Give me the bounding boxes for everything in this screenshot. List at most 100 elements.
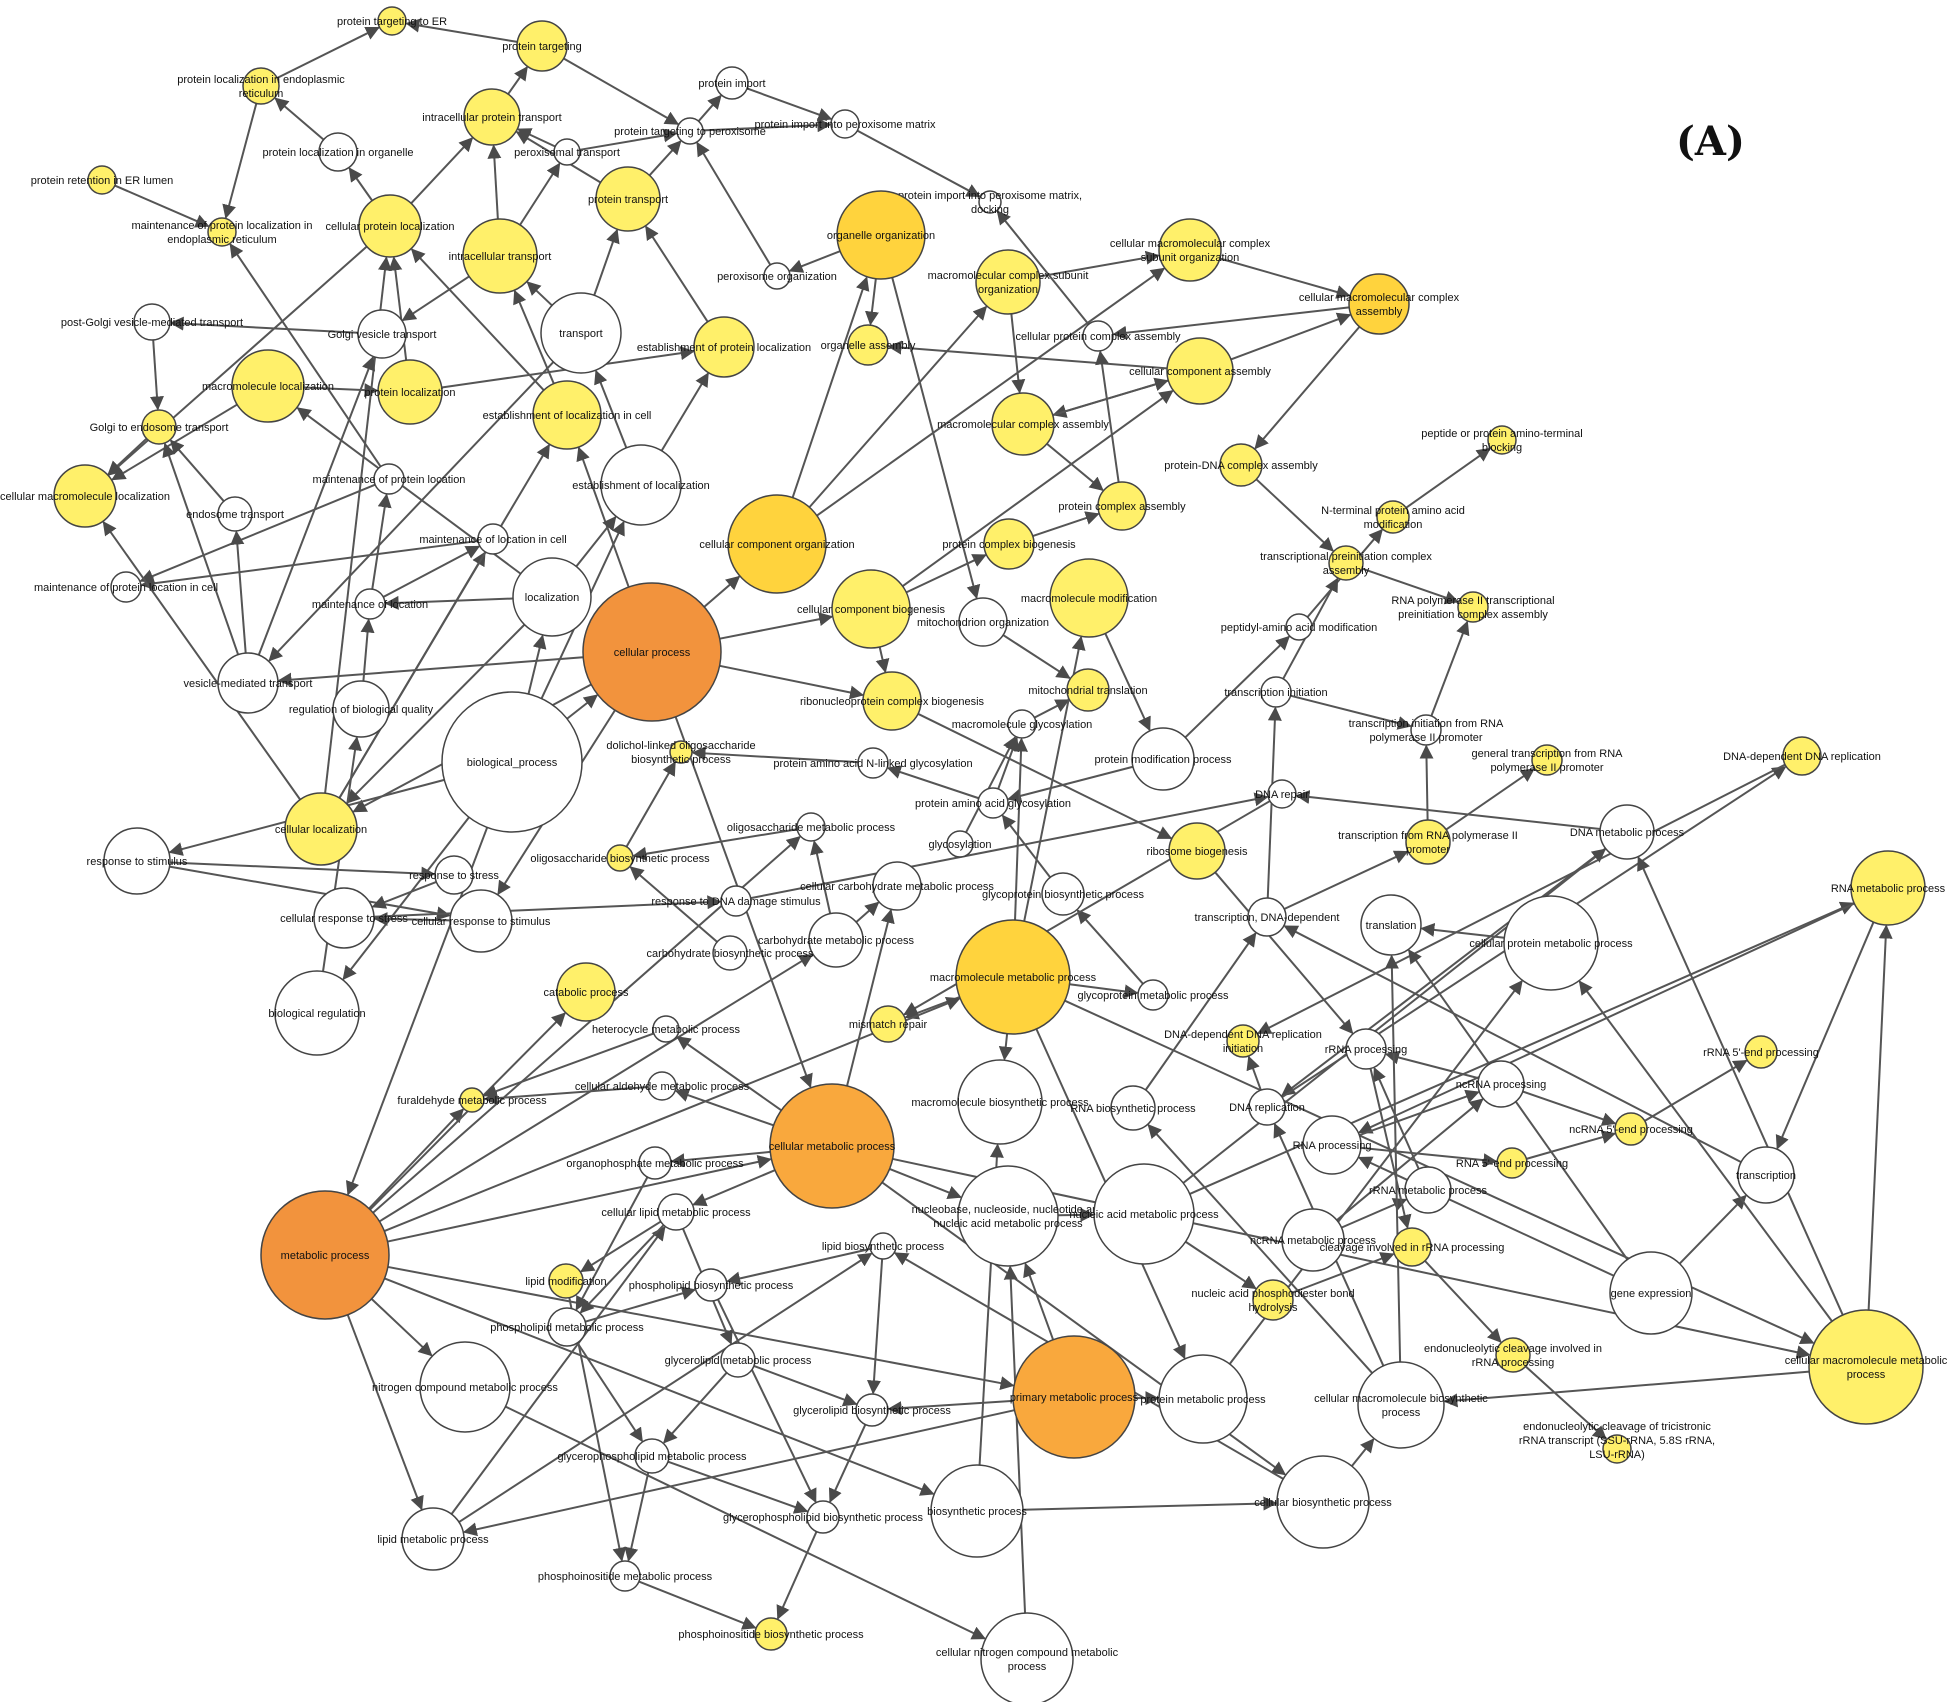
node-circle[interactable]	[1737, 1146, 1795, 1204]
node-general-transcription-from-rna-polymerase-ii-promoter[interactable]: general transcription from RNApolymerase…	[1471, 744, 1623, 776]
node-circle[interactable]	[796, 812, 826, 842]
node-circle[interactable]	[1744, 1035, 1778, 1069]
node-circle[interactable]	[720, 885, 752, 917]
node-circle[interactable]	[1357, 1361, 1445, 1449]
node-transcription-initiation[interactable]: transcription initiation	[1224, 676, 1328, 708]
node-phospholipid-metabolic-process[interactable]: phospholipid metabolic process	[490, 1307, 644, 1347]
node-circle[interactable]	[978, 190, 1002, 214]
node-lipid-metabolic-process[interactable]: lipid metabolic process	[377, 1507, 489, 1571]
node-lipid-modification[interactable]: lipid modification	[525, 1263, 607, 1299]
node-circle[interactable]	[358, 194, 422, 258]
node-circle[interactable]	[547, 1307, 587, 1347]
node-circle[interactable]	[727, 494, 827, 594]
node-protein-targeting-to-er[interactable]: protein targeting to ER	[337, 6, 447, 36]
node-circle[interactable]	[553, 138, 581, 166]
node-circle[interactable]	[1599, 804, 1655, 860]
node-circle[interactable]	[991, 392, 1055, 456]
node-circle[interactable]	[983, 518, 1035, 570]
node-circle[interactable]	[284, 792, 358, 866]
node-circle[interactable]	[609, 1560, 641, 1592]
node-protein-import[interactable]: protein import	[698, 66, 766, 100]
node-circle[interactable]	[318, 132, 358, 172]
node-vesicle-mediated-transport[interactable]: vesicle-mediated transport	[183, 652, 313, 714]
node-circle[interactable]	[808, 912, 864, 968]
node-circle[interactable]	[512, 557, 592, 637]
node-golgi-to-endosome-transport[interactable]: Golgi to endosome transport	[90, 409, 229, 445]
node-protein-localization-in-endoplasmic-reticulum[interactable]: protein localization in endoplasmicretic…	[177, 67, 345, 105]
node-dna-metabolic-process[interactable]: DNA metabolic process	[1570, 804, 1685, 860]
node-circle[interactable]	[1012, 1335, 1136, 1459]
node-circle[interactable]	[87, 165, 117, 195]
node-circle[interactable]	[1110, 1085, 1156, 1131]
node-circle[interactable]	[217, 496, 253, 532]
node-circle[interactable]	[855, 1393, 889, 1427]
node-circle[interactable]	[110, 571, 142, 603]
node-peroxisome-organization[interactable]: peroxisome organization	[717, 262, 837, 290]
node-protein-transport[interactable]: protein transport	[588, 166, 668, 232]
node-circle[interactable]	[357, 309, 407, 359]
node-cellular-metabolic-process[interactable]: cellular metabolic process	[769, 1083, 896, 1209]
node-circle[interactable]	[715, 66, 749, 100]
node-circle[interactable]	[141, 409, 177, 445]
node-circle[interactable]	[1267, 779, 1297, 809]
node-glycerolipid-biosynthetic-process[interactable]: glycerolipid biosynthetic process	[793, 1393, 951, 1427]
node-protein-localization[interactable]: protein localization	[364, 359, 456, 425]
node-circle[interactable]	[1093, 1163, 1195, 1265]
node-nucleobase-nucleoside-nucleotide-and-nucleic-acid-metabolic-process[interactable]: nucleobase, nucleoside, nucleotide andnu…	[912, 1165, 1105, 1267]
node-protein-modification-process[interactable]: protein modification process	[1095, 727, 1232, 791]
node-circle[interactable]	[313, 887, 375, 949]
node-macromolecule-modification[interactable]: macromolecule modification	[1021, 558, 1157, 638]
node-cellular-process[interactable]: cellular process	[582, 582, 722, 722]
node-cellular-component-biogenesis[interactable]: cellular component biogenesis	[797, 569, 945, 649]
node-maintenance-of-protein-location-in-cell[interactable]: maintenance of protein location in cell	[34, 571, 218, 603]
node-dna-dependent-dna-replication[interactable]: DNA-dependent DNA replication	[1723, 736, 1881, 776]
node-circle[interactable]	[1495, 1337, 1531, 1373]
node-circle[interactable]	[1158, 218, 1222, 282]
node-dolichol-linked-oligosaccharide-biosynthetic-process[interactable]: dolichol-linked oligosaccharidebiosynthe…	[606, 740, 755, 766]
node-circle[interactable]	[693, 316, 755, 378]
node-circle[interactable]	[652, 1015, 680, 1043]
node-organophosphate-metabolic-process[interactable]: organophosphate metabolic process	[566, 1146, 744, 1180]
node-rna-metabolic-process[interactable]: RNA metabolic process	[1831, 850, 1946, 926]
node-circle[interactable]	[869, 1232, 897, 1260]
node-circle[interactable]	[980, 1612, 1074, 1702]
node-carbohydrate-metabolic-process[interactable]: carbohydrate metabolic process	[758, 912, 914, 968]
node-circle[interactable]	[1285, 613, 1313, 641]
node-cellular-protein-metabolic-process[interactable]: cellular protein metabolic process	[1469, 895, 1633, 991]
node-cellular-protein-localization[interactable]: cellular protein localization	[325, 194, 455, 258]
node-protein-import-into-peroxisome-matrix[interactable]: protein import into peroxisome matrix	[755, 109, 936, 139]
node-circle[interactable]	[955, 919, 1071, 1035]
node-establishment-of-protein-localization[interactable]: establishment of protein localization	[637, 316, 811, 378]
node-mitochondrial-translation[interactable]: mitochondrial translation	[1028, 668, 1148, 712]
node-peroxisomal-transport[interactable]: peroxisomal transport	[514, 138, 620, 166]
node-circle[interactable]	[1226, 1024, 1260, 1058]
node-rna-5-end-processing[interactable]: RNA 5'-end processing	[1456, 1147, 1568, 1179]
node-cleavage-involved-in-rrna-processing[interactable]: cleavage involved in rRNA processing	[1320, 1227, 1505, 1267]
node-oligosaccharide-biosynthetic-process[interactable]: oligosaccharide biosynthetic process	[530, 844, 710, 872]
node-circle[interactable]	[1496, 1147, 1528, 1179]
node-circle[interactable]	[676, 117, 704, 145]
node-circle[interactable]	[1404, 1166, 1452, 1214]
node-primary-metabolic-process[interactable]: primary metabolic process	[1010, 1335, 1139, 1459]
node-circle[interactable]	[1137, 979, 1169, 1011]
node-circle[interactable]	[463, 88, 521, 146]
node-circle[interactable]	[1345, 1028, 1387, 1070]
node-gene-expression[interactable]: gene expression	[1609, 1251, 1693, 1335]
node-golgi-vesicle-transport[interactable]: Golgi vesicle transport	[328, 309, 437, 359]
node-circle[interactable]	[1808, 1309, 1924, 1425]
node-nucleic-acid-phosphodiester-bond-hydrolysis[interactable]: nucleic acid phosphodiester bondhydrolys…	[1191, 1279, 1355, 1321]
node-protein-amino-acid-n-linked-glycosylation[interactable]: protein amino acid N-linked glycosylatio…	[773, 747, 973, 779]
node-ncrna-5-end-processing[interactable]: ncRNA 5'-end processing	[1569, 1112, 1693, 1146]
node-response-to-stress[interactable]: response to stress	[409, 855, 499, 895]
node-circle[interactable]	[1082, 320, 1114, 352]
node-circle[interactable]	[669, 740, 693, 764]
node-circle[interactable]	[720, 1342, 756, 1378]
node-circle[interactable]	[1360, 894, 1422, 956]
node-circle[interactable]	[872, 861, 922, 911]
node-circle[interactable]	[1609, 1251, 1693, 1335]
node-dna-replication[interactable]: DNA replication	[1229, 1088, 1305, 1126]
node-circle[interactable]	[647, 1071, 677, 1101]
node-maintenance-of-protein-location[interactable]: maintenance of protein location	[313, 463, 466, 495]
node-circle[interactable]	[830, 109, 860, 139]
